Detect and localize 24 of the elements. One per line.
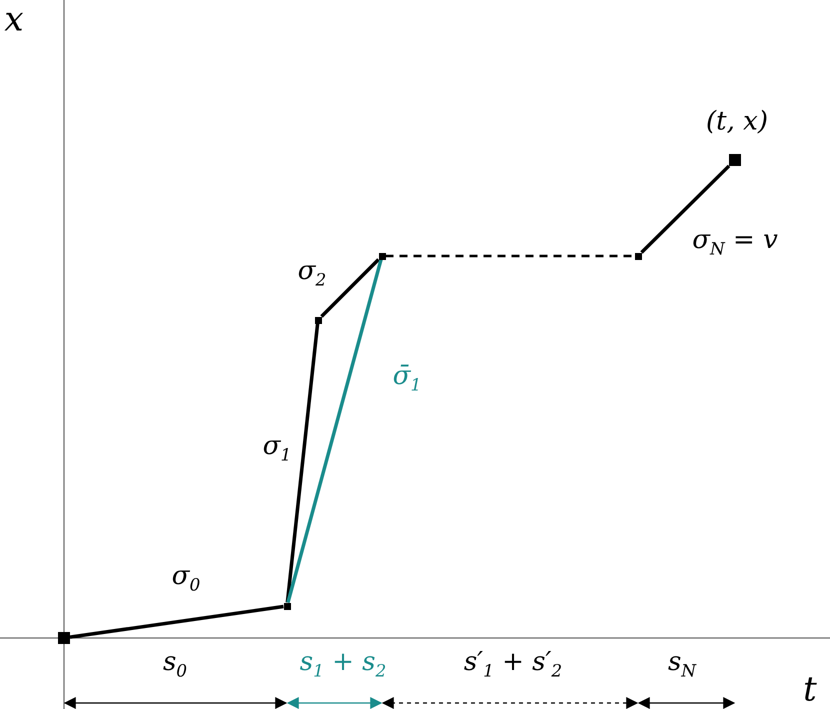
path-segment (286, 323, 320, 603)
interval-label: s$_{0}$ (162, 648, 188, 680)
square-point-marker (378, 252, 386, 260)
axis-label: x (4, 1, 24, 39)
edge-label: σ$_{2}$ (298, 257, 326, 289)
axis-label: t (803, 671, 817, 709)
square-point-marker (284, 602, 290, 610)
edge-label: σ$_{0}$ (172, 562, 200, 594)
path-segment (320, 258, 380, 318)
interval-label: s$_{1}$ + s$_{2}$ (300, 648, 386, 680)
edge-label: σ$_{1}$ (262, 432, 292, 464)
edge-label: σ̄$_{1}$ (392, 362, 422, 394)
point-label: (t, x) (706, 108, 768, 136)
interval-label: s$_{N}$ (668, 648, 696, 680)
interval-label: s′$_{1}$ + s′$_{2}$ (464, 648, 562, 680)
square-point-marker (634, 252, 642, 260)
edge-label: σ$_{N}$ = v (692, 226, 778, 258)
square-point-marker (58, 632, 70, 644)
path-segment (286, 259, 383, 603)
path-segment (70, 604, 284, 639)
path-segment (386, 254, 634, 258)
square-point-marker (314, 316, 322, 324)
path-segment (640, 164, 730, 254)
square-point-marker (729, 154, 741, 166)
